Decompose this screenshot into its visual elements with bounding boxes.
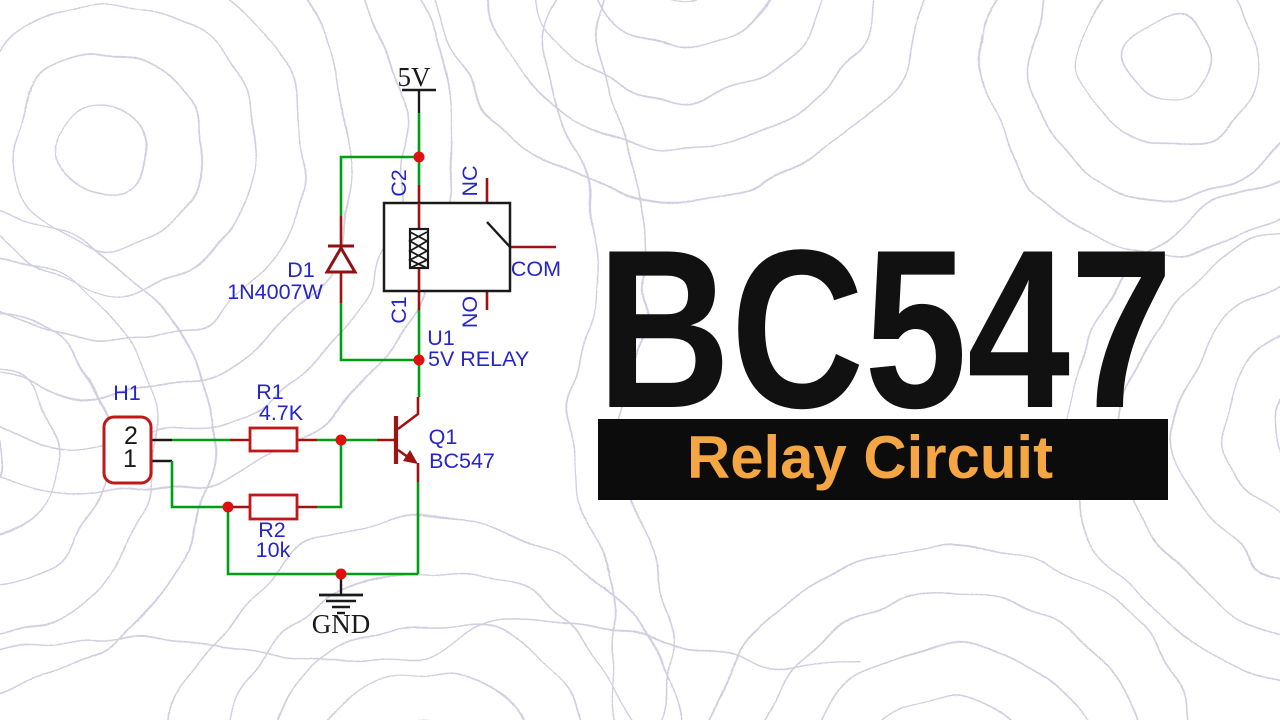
junction-dots [222, 151, 425, 580]
d1-value-label: 1N4007W [227, 280, 323, 304]
wires [170, 113, 421, 576]
schematic-labels: H1 R1 4.7K R2 10k D1 1N4007W Q1 BC547 U1… [113, 165, 561, 562]
topo-s-curves [0, 0, 861, 720]
resistor-r2-body [248, 493, 299, 521]
h1-ref-label: H1 [113, 381, 140, 405]
q1-value-label: BC547 [429, 449, 495, 473]
wire-top-to-diode [339, 155, 419, 216]
h1-pin1-number: 1 [123, 445, 137, 473]
wire-gnd-branch [226, 507, 418, 576]
power-net-label: 5V [398, 62, 432, 92]
relay-u1 [382, 201, 512, 293]
r2-value-label: 10k [256, 538, 291, 562]
d1-ref-label: D1 [287, 258, 314, 282]
topo-cluster-bottom-right [707, 544, 1193, 720]
schematic-black-strokes [151, 88, 436, 615]
circuit-schematic: 2 1 5V GND H1 R1 4.7K R2 10k D1 1N4007W … [102, 62, 561, 639]
junction-dot [413, 354, 425, 366]
resistor-r1-body [248, 426, 299, 453]
q1-emitter-arrowhead [403, 450, 418, 464]
wire-r2-to-node [317, 440, 343, 509]
relay-coil-zigzag [407, 231, 430, 269]
banner-label: Relay Circuit [687, 424, 1053, 491]
relay-c2-pin-label: C2 [387, 169, 411, 196]
ground-net-label: GND [312, 609, 371, 639]
relay-nc-pin-label: NC [458, 165, 482, 196]
junction-dot [413, 151, 425, 163]
r1-ref-label: R1 [256, 380, 283, 404]
junction-dot [335, 568, 347, 580]
connector-h1-body [102, 415, 153, 485]
junction-dot [335, 434, 347, 446]
topo-cluster-right-top [979, 0, 1280, 251]
topo-cluster-top-center [434, 0, 926, 201]
u1-value-label: 5V RELAY [428, 347, 529, 371]
relay-armature [486, 221, 511, 248]
relay-com-pin-label: COM [511, 257, 561, 281]
r2-ref-label: R2 [258, 518, 285, 542]
banner-background [598, 419, 1168, 500]
part-number-title: BC547 [597, 202, 1173, 455]
d1-triangle [324, 245, 358, 274]
banner: Relay Circuit [598, 419, 1168, 500]
topo-cluster-bottom-left [176, 519, 684, 720]
junction-dot [222, 501, 234, 513]
q1-collector-stroke [397, 397, 420, 431]
r1-value-label: 4.7K [259, 401, 304, 425]
relay-no-pin-label: NO [458, 296, 482, 328]
h1-pin2-number: 2 [124, 422, 138, 450]
diode-d1 [324, 244, 358, 274]
q1-ref-label: Q1 [429, 425, 458, 449]
u1-ref-label: U1 [427, 326, 454, 350]
relay-body [382, 201, 512, 293]
wire-diode-to-collector [339, 303, 419, 362]
wire-pin1-down [170, 461, 228, 509]
relay-c1-pin-label: C1 [387, 296, 411, 323]
